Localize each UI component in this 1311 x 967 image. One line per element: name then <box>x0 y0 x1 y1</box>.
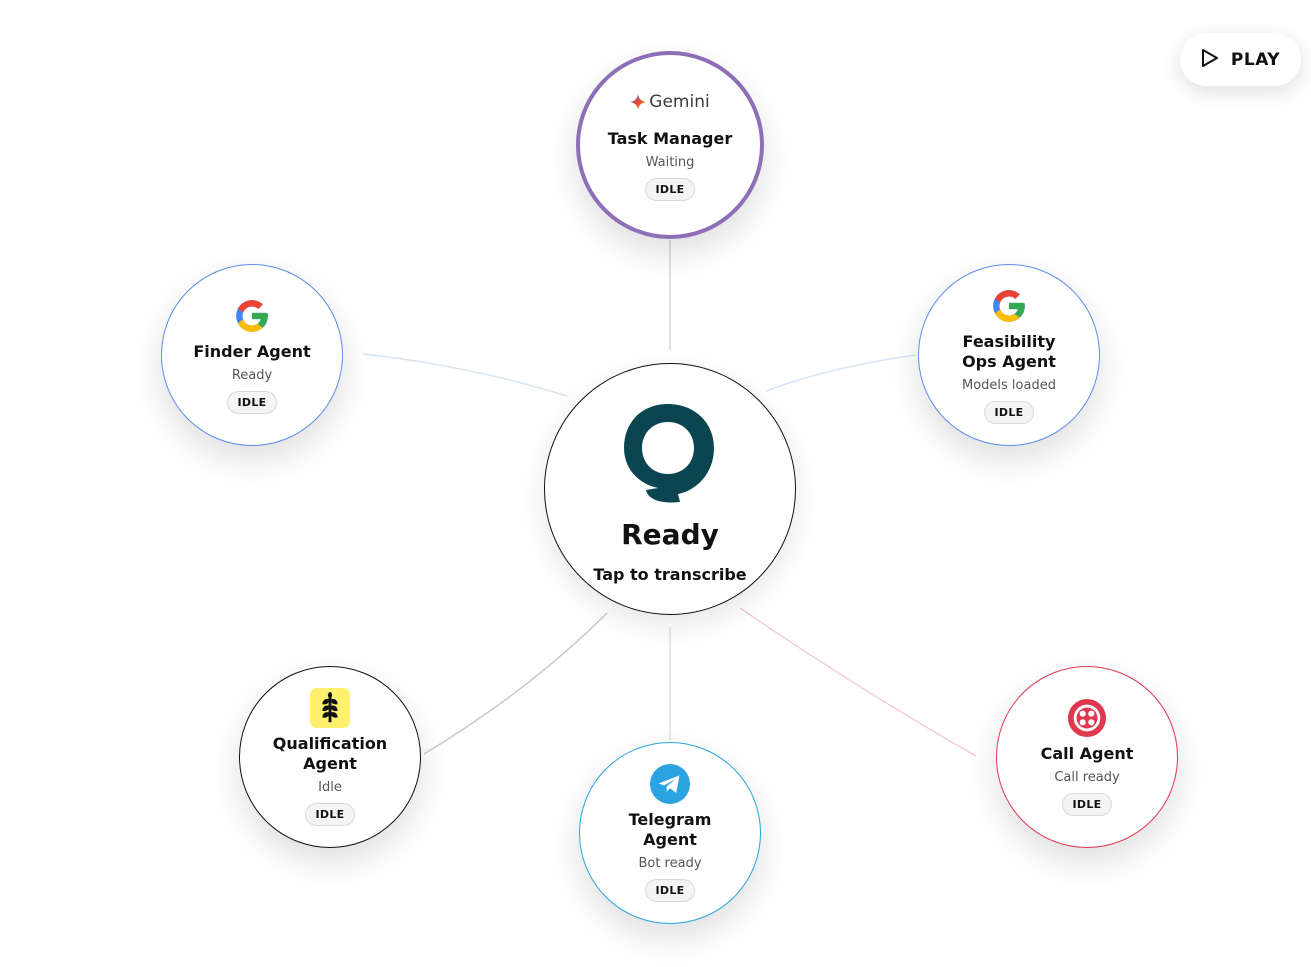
connector-feasibility <box>765 354 917 392</box>
agent-name: Task Manager <box>607 129 733 148</box>
gemini-wordmark: Gemini <box>649 92 710 112</box>
agent-name: Feasibility Ops Agent <box>962 332 1056 371</box>
status-badge: IDLE <box>226 391 278 414</box>
play-icon <box>1201 48 1219 72</box>
status-badge: IDLE <box>644 879 696 902</box>
hub-logo-icon <box>624 404 714 503</box>
agent-node-telegram[interactable]: Telegram Agent Bot ready IDLE <box>579 742 761 924</box>
agent-status: Ready <box>231 368 273 383</box>
google-icon <box>989 286 1029 326</box>
agent-node-call[interactable]: Call Agent Call ready IDLE <box>996 666 1178 848</box>
agent-status: Call ready <box>1054 770 1120 785</box>
gemini-icon <box>630 94 647 110</box>
telegram-icon <box>650 764 690 804</box>
agent-name: Telegram Agent <box>628 810 712 849</box>
agent-node-finder[interactable]: Finder Agent Ready IDLE <box>161 264 343 446</box>
agent-name: Finder Agent <box>193 342 311 361</box>
google-icon <box>232 296 272 336</box>
status-badge: IDLE <box>304 803 356 826</box>
agent-node-qualification[interactable]: Qualification Agent Idle IDLE <box>239 666 421 848</box>
gemini-logo: Gemini <box>630 89 710 115</box>
agent-status: Bot ready <box>638 856 702 871</box>
play-label: PLAY <box>1230 49 1281 70</box>
hub-title: Ready <box>621 518 719 551</box>
agent-node-feasibility[interactable]: Feasibility Ops Agent Models loaded IDLE <box>918 264 1100 446</box>
transcribe-hub-button[interactable]: Ready Tap to transcribe <box>544 363 796 615</box>
connector-call <box>739 607 977 757</box>
hub-subtitle: Tap to transcribe <box>593 565 747 584</box>
play-button[interactable]: PLAY <box>1180 33 1301 86</box>
status-badge: IDLE <box>644 178 696 201</box>
status-badge: IDLE <box>1061 793 1113 816</box>
agent-status: Models loaded <box>962 378 1056 393</box>
agent-name: Qualification Agent <box>272 734 388 773</box>
wheat-icon <box>310 688 350 728</box>
agent-status: Waiting <box>645 155 695 170</box>
connector-qualification <box>423 612 608 755</box>
agent-name: Call Agent <box>1040 744 1134 763</box>
connector-finder <box>362 353 568 397</box>
agent-node-task-manager[interactable]: Gemini Task Manager Waiting IDLE <box>576 51 764 239</box>
agent-status: Idle <box>318 780 342 795</box>
status-badge: IDLE <box>983 401 1035 424</box>
twilio-icon <box>1067 698 1107 738</box>
